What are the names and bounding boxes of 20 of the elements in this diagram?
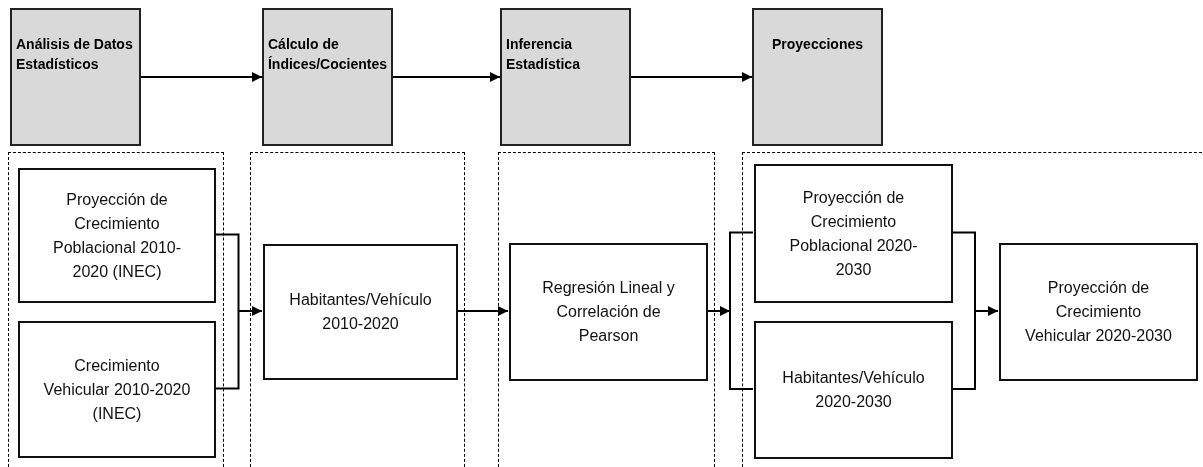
process-text: Crecimiento Vehicular 2010-2020 (INEC) [42,355,192,424]
process-text: Regresión Lineal y Correlación de Pearson [541,278,676,346]
process-text: Proyección de Crecimiento Poblacional 2020-2030 [788,187,919,280]
dashed-group-frame [498,152,715,467]
arrow [140,72,263,82]
dashed-group-frame [8,152,224,467]
process-text: Proyección de Crecimiento Poblacional 2010-2020 (INEC) [51,189,183,282]
arrow [392,72,501,82]
dashed-group-frame [250,152,465,467]
process-text: Habitantes/Vehículo 2010-2020 [288,290,433,334]
stage-title: Inferencia Estadística [506,35,581,74]
arrow [630,72,753,82]
arrow [974,306,999,316]
dashed-group-frame [742,152,1203,467]
stage-title: Análisis de Datos Estadísticos [16,35,134,74]
stage-title: Cálculo de Índices/Cocientes [268,35,388,74]
arrow [237,306,263,316]
process-text: Proyección de Crecimiento Vehicular 2020-2030 [1024,278,1173,346]
process-text: Habitantes/Vehículo 2020-2030 [781,368,926,412]
stage-title: Proyecciones [771,35,864,54]
